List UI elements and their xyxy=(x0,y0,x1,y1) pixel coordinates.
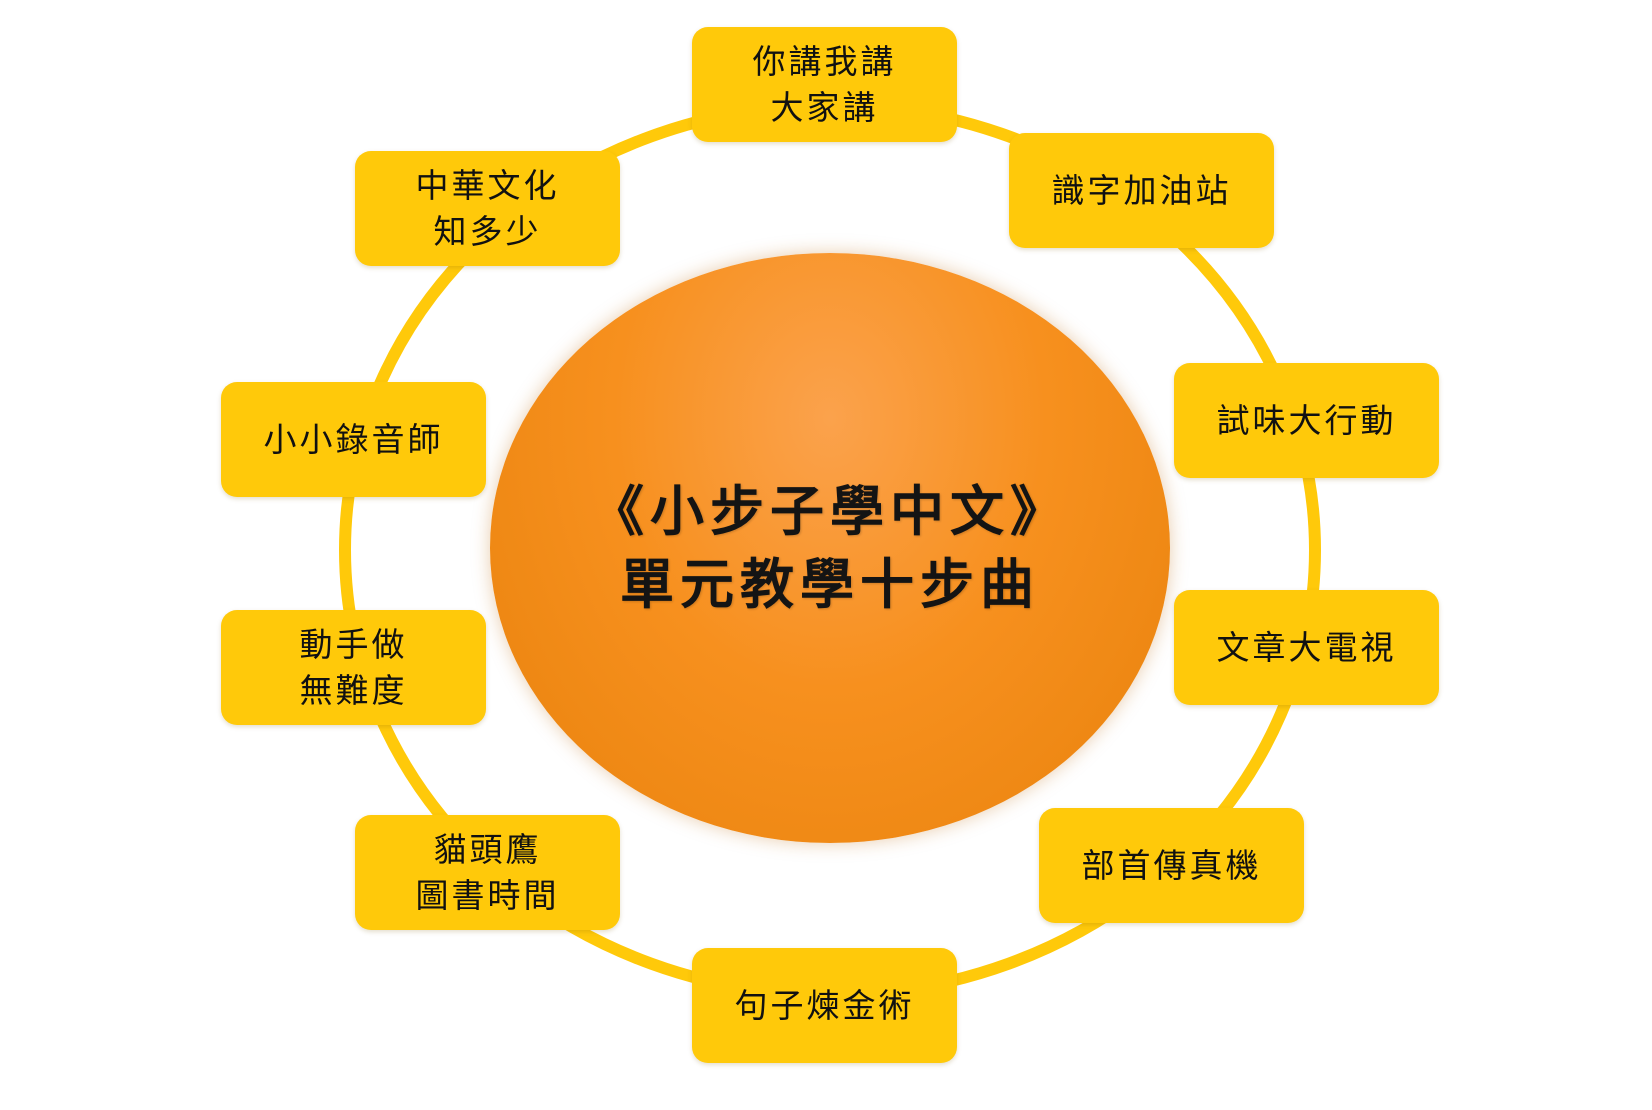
step-1-line-1: 你講我講 xyxy=(752,41,897,81)
step-5-line-1: 部首傳真機 xyxy=(1081,845,1262,885)
center-title: 《小步子學中文》 單元教學十步曲 xyxy=(490,253,1170,843)
step-8-line-1: 動手做 xyxy=(299,624,408,664)
step-6-line-1: 句子煉金術 xyxy=(734,985,915,1025)
step-7-line-1: 貓頭鷹 xyxy=(433,829,542,869)
step-4-line-1: 文章大電視 xyxy=(1216,627,1397,667)
step-3-line-1: 試味大行動 xyxy=(1216,400,1397,440)
step-box-2: 識字加油站 xyxy=(1009,133,1274,248)
step-box-9: 小小錄音師 xyxy=(221,382,486,497)
step-10-line-1: 中華文化 xyxy=(415,165,560,205)
step-box-10: 中華文化 知多少 xyxy=(355,151,620,266)
step-9-line-1: 小小錄音師 xyxy=(263,419,444,459)
step-10-line-2: 知多少 xyxy=(433,211,542,251)
step-box-3: 試味大行動 xyxy=(1174,363,1439,478)
step-box-1: 你講我講 大家講 xyxy=(692,27,957,142)
step-8-line-2: 無難度 xyxy=(299,670,408,710)
step-box-6: 句子煉金術 xyxy=(692,948,957,1063)
center-title-line-2: 單元教學十步曲 xyxy=(620,552,1040,616)
step-box-8: 動手做 無難度 xyxy=(221,610,486,725)
step-1-line-2: 大家講 xyxy=(770,87,879,127)
step-7-line-2: 圖書時間 xyxy=(415,875,560,915)
step-box-5: 部首傳真機 xyxy=(1039,808,1304,923)
center-title-line-1: 《小步子學中文》 xyxy=(590,479,1070,544)
step-box-7: 貓頭鷹 圖書時間 xyxy=(355,815,620,930)
step-2-line-1: 識字加油站 xyxy=(1051,170,1232,210)
step-box-4: 文章大電視 xyxy=(1174,590,1439,705)
